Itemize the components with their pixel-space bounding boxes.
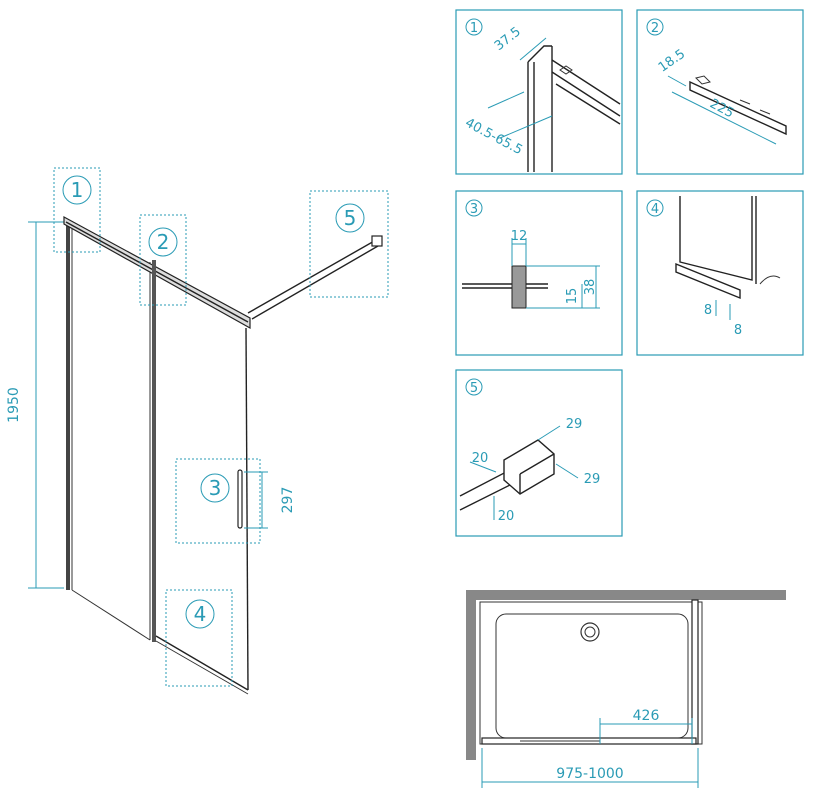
- drain-inner-icon: [584, 626, 596, 638]
- callout-circle-2: [148, 227, 178, 257]
- plan-width-label: 975-1000: [556, 766, 623, 782]
- detail-1-dim-a: 37.5: [492, 24, 524, 54]
- detail-4-glass: [679, 196, 757, 284]
- plan-walls: [466, 590, 786, 760]
- detail-panel-1: 1 37.5 40.5-65.5: [455, 9, 623, 175]
- detail-5-circle: [465, 378, 483, 396]
- detail-4-circle: [646, 199, 664, 217]
- detail-5-wall-block: [503, 439, 555, 495]
- callout-box-1: [53, 167, 101, 253]
- detail-3-dim-c: 38: [583, 279, 598, 296]
- detail-2-hardware: [695, 75, 771, 115]
- detail-3-dim-b: 15: [565, 288, 580, 305]
- detail-4-dim-a: 8: [704, 303, 712, 318]
- top-rail-groove: [65, 221, 249, 323]
- detail-5-dim-a: 29: [566, 417, 583, 432]
- stabilizer-bar: [247, 239, 377, 314]
- plan-side-profile: [691, 599, 699, 745]
- height-label: 1950: [6, 387, 22, 423]
- detail-5-dim-b: 29: [584, 472, 601, 487]
- bottom-guide-lower: [155, 640, 249, 695]
- detail-1-number: 1: [470, 21, 478, 36]
- detail-1-dim-line-a: [519, 37, 547, 61]
- detail-panel-2: 2 18.5 225: [636, 9, 804, 175]
- drain-icon: [580, 622, 600, 642]
- stabilizer-wall-mount: [371, 235, 383, 247]
- detail-1-dim-b: 40.5-65.5: [462, 116, 524, 159]
- detail-4-guide: [675, 262, 741, 300]
- detail-2-profile: [689, 80, 787, 136]
- sliding-door-left-edge: [152, 260, 156, 642]
- callout-number-3: 3: [209, 476, 222, 500]
- detail-1-profile: [527, 45, 553, 172]
- detail-3-handle-section: [511, 265, 527, 309]
- detail-5-dim-line-c: [469, 461, 497, 473]
- sliding-door-right-edge: [245, 327, 249, 691]
- callout-circle-4: [185, 599, 215, 629]
- detail-5-dim-line-a: [537, 425, 561, 441]
- handle-label: 297: [280, 487, 296, 514]
- detail-4-dim-b: 8: [734, 323, 742, 338]
- detail-3-dim-a: 12: [511, 229, 528, 244]
- detail-2-dim-b: 225: [707, 96, 736, 121]
- callout-box-3: [175, 458, 261, 544]
- detail-5-block-edge-top: [519, 453, 555, 475]
- detail-panel-4: 4 8 8: [636, 190, 804, 356]
- detail-5-dim-c: 20: [472, 451, 489, 466]
- detail-2-dim-a: 18.5: [656, 47, 688, 76]
- detail-2-dim-line-b: [671, 91, 777, 145]
- door-handle: [237, 469, 243, 529]
- detail-3-circle: [465, 199, 483, 217]
- detail-1-screw: [559, 65, 573, 75]
- detail-2-circle: [646, 18, 664, 36]
- callout-number-1: 1: [71, 178, 84, 202]
- detail-5-bar-bottom: [459, 481, 517, 511]
- detail-1-rail: [551, 59, 621, 125]
- detail-5-number: 5: [470, 381, 478, 396]
- callout-box-4: [165, 589, 233, 687]
- plan-view: 426 975-1000: [466, 590, 786, 788]
- main-elevation-view: 1950 297 1 2 3 4: [6, 167, 389, 695]
- callout-circle-3: [200, 473, 230, 503]
- detail-1-dim-line-b2: [499, 115, 553, 139]
- plan-gap-label: 426: [633, 708, 660, 724]
- stabilizer-bar-lower: [251, 245, 379, 320]
- callout-circle-5: [335, 203, 365, 233]
- detail-4-seal: [759, 275, 781, 285]
- detail-2-number: 2: [651, 21, 659, 36]
- detail-1-circle: [465, 18, 483, 36]
- detail-5-dim-d: 20: [498, 509, 515, 524]
- detail-panel-3: 3 12 15 38: [455, 190, 623, 356]
- callout-circle-1: [62, 175, 92, 205]
- detail-4-number: 4: [651, 202, 659, 217]
- detail-panel-5: 5 29 29 20 20: [455, 369, 623, 537]
- callout-number-2: 2: [157, 230, 170, 254]
- detail-1-dim-line-b1: [487, 91, 525, 109]
- detail-3-number: 3: [470, 202, 478, 217]
- left-wall-profile: [66, 222, 70, 590]
- detail-2-dim-line-a: [667, 75, 687, 87]
- callout-number-5: 5: [344, 206, 357, 230]
- detail-5-bar-top: [459, 469, 511, 497]
- bottom-guide: [155, 635, 249, 691]
- detail-5-dim-line-b: [555, 463, 579, 479]
- fixed-panel-bottom: [71, 589, 151, 641]
- callout-number-4: 4: [194, 602, 207, 626]
